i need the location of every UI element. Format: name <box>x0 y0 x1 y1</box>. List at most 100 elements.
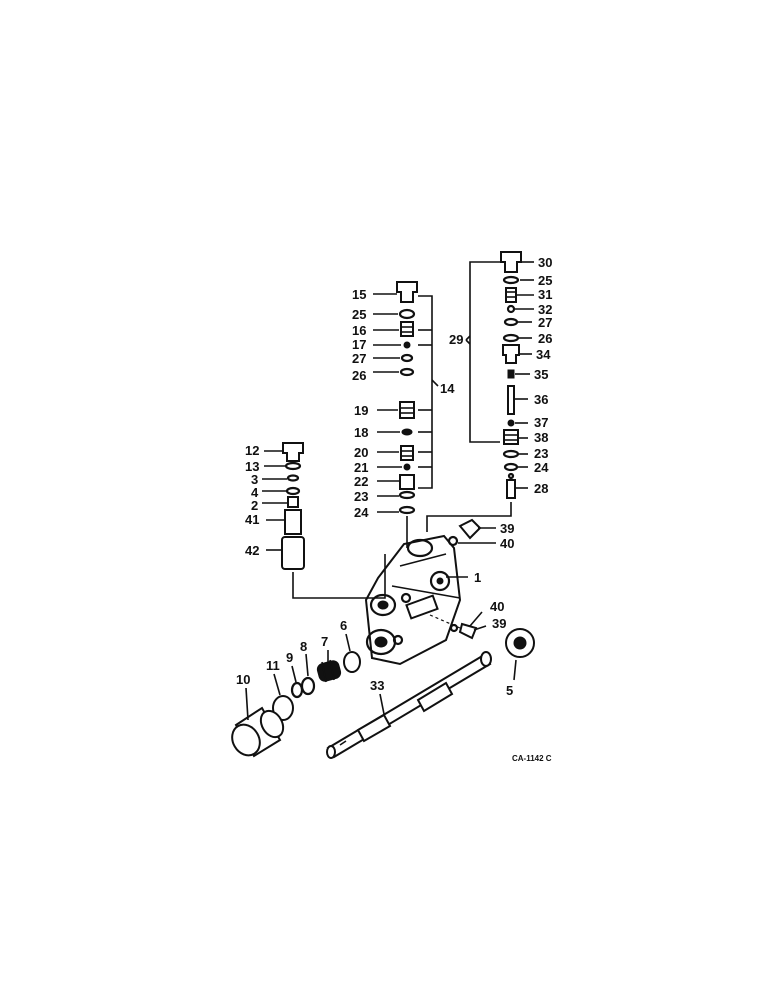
callout-23-center: 23 <box>354 489 368 504</box>
callout-42: 42 <box>245 543 259 558</box>
callout-40-lower: 40 <box>490 599 504 614</box>
part-35-poppet <box>507 369 515 379</box>
callout-labels: 30 25 31 32 27 26 34 35 36 37 38 23 24 2… <box>236 255 552 763</box>
part-25-oring <box>502 275 520 285</box>
part-37-ball <box>507 419 515 427</box>
part-25-ring <box>398 308 416 320</box>
part-23-ring <box>502 449 520 459</box>
part-30-plug <box>500 251 522 273</box>
part-26-ring <box>399 367 415 377</box>
part-24-ring <box>503 462 519 472</box>
callout-26-center: 26 <box>352 368 366 383</box>
part-39-lower <box>458 622 478 640</box>
callout-15: 15 <box>352 287 366 302</box>
callout-9: 9 <box>286 650 293 665</box>
callout-34: 34 <box>536 347 551 362</box>
bracket-14 <box>418 295 433 489</box>
part-34-seat <box>502 344 520 364</box>
callout-19: 19 <box>354 403 368 418</box>
part-32-ball <box>506 304 516 314</box>
main-valve-body <box>292 502 512 666</box>
part-15-plug <box>396 281 418 303</box>
callout-17: 17 <box>352 337 366 352</box>
callout-11: 11 <box>266 658 280 673</box>
part-2-spring <box>287 496 299 508</box>
callout-27-right: 27 <box>538 315 552 330</box>
callout-10: 10 <box>236 672 250 687</box>
callout-40-upper: 40 <box>500 536 514 551</box>
part-36-pin <box>507 385 515 415</box>
callout-4: 4 <box>251 485 259 500</box>
part-27-ring <box>503 317 519 327</box>
callout-36: 36 <box>534 392 548 407</box>
callout-35: 35 <box>534 367 548 382</box>
part-19-seat <box>399 401 415 419</box>
callout-28: 28 <box>534 481 548 496</box>
callout-20: 20 <box>354 445 368 460</box>
callout-18: 18 <box>354 425 368 440</box>
callout-16: 16 <box>352 323 366 338</box>
callout-7: 7 <box>321 634 328 649</box>
callout-25-center: 25 <box>352 307 366 322</box>
part-21-ball <box>403 463 411 471</box>
callout-22: 22 <box>354 474 368 489</box>
callout-5: 5 <box>506 683 513 698</box>
part-28-ball <box>507 472 515 480</box>
part-9-ring <box>290 681 304 699</box>
callout-12: 12 <box>245 443 259 458</box>
callout-23-right: 23 <box>534 446 548 461</box>
part-27-ring <box>400 353 414 363</box>
callout-24-center: 24 <box>354 505 369 520</box>
part-38-spring <box>503 429 519 445</box>
callout-41: 41 <box>245 512 259 527</box>
callout-21: 21 <box>354 460 368 475</box>
left-valve-stack <box>281 442 305 570</box>
right-valve-stack <box>469 251 522 499</box>
part-12-plug <box>282 442 304 462</box>
bracket-29 <box>469 261 500 443</box>
part-33-spool <box>326 651 492 759</box>
callout-31: 31 <box>538 287 552 302</box>
lower-left-parts <box>231 651 361 758</box>
part-22-plunger <box>399 474 415 490</box>
part-5-seal <box>505 628 535 658</box>
part-4-ring <box>285 486 301 496</box>
callout-2: 2 <box>251 498 258 513</box>
part-16-spring <box>400 321 414 337</box>
callout-8: 8 <box>300 639 307 654</box>
callout-24-right: 24 <box>534 460 549 475</box>
callout-1: 1 <box>474 570 481 585</box>
drawing-code: CA-1142 C <box>512 754 552 763</box>
callout-6: 6 <box>340 618 347 633</box>
part-13-ring <box>284 461 302 471</box>
part-7-spring <box>316 660 342 682</box>
callout-33: 33 <box>370 678 384 693</box>
callout-39-lower: 39 <box>492 616 506 631</box>
center-valve-stack <box>396 281 433 515</box>
callout-25-right: 25 <box>538 273 552 288</box>
part-42-body <box>281 536 305 570</box>
callout-38: 38 <box>534 430 548 445</box>
callout-13: 13 <box>245 459 259 474</box>
part-6-washer <box>343 651 361 673</box>
part-31-spring <box>505 287 517 303</box>
part-18-ball <box>401 428 413 436</box>
part-41-sleeve <box>284 509 302 535</box>
callout-14-group: 14 <box>440 381 455 396</box>
callout-29-group: 29 <box>449 332 463 347</box>
callout-27-center: 27 <box>352 351 366 366</box>
part-17-ball <box>403 341 411 349</box>
part-24-ring <box>398 505 416 515</box>
callout-26-right: 26 <box>538 331 552 346</box>
part-26-ring <box>502 333 520 343</box>
part-20-spring <box>400 445 414 461</box>
part-23-ring <box>398 490 416 500</box>
part-8-washer <box>300 676 316 696</box>
part-28-rod <box>506 479 516 499</box>
part-40-upper <box>447 535 459 547</box>
callout-39-upper: 39 <box>500 521 514 536</box>
callout-37: 37 <box>534 415 548 430</box>
callout-30: 30 <box>538 255 552 270</box>
